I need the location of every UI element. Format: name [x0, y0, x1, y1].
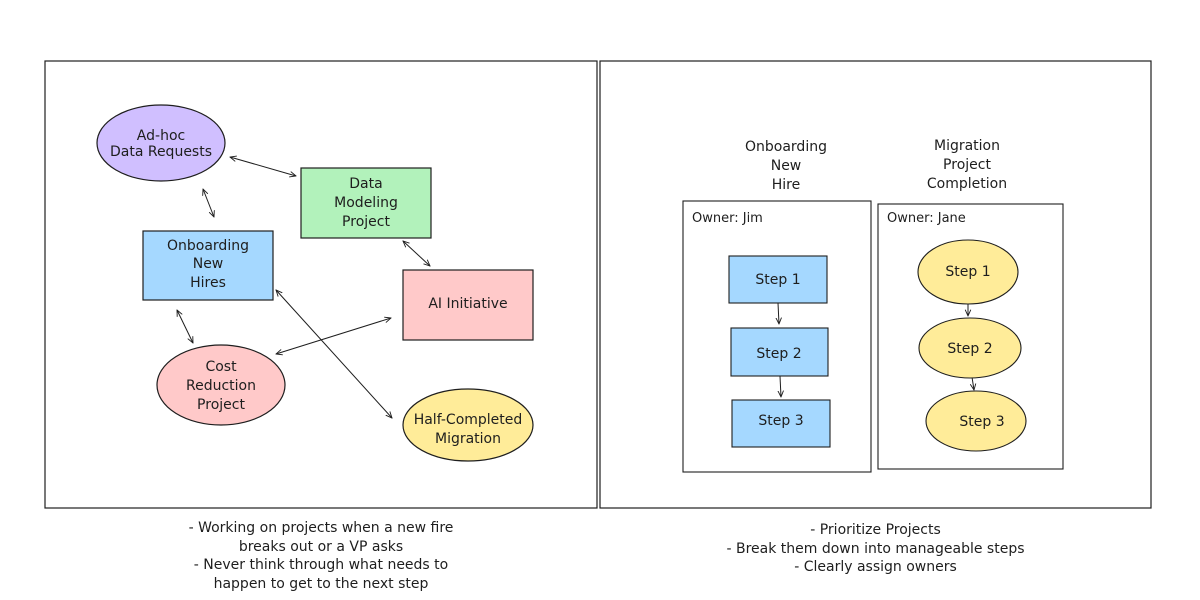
onboarding-line-1: Onboarding: [167, 238, 249, 254]
column-1-arrow-1: [778, 302, 779, 324]
adhoc-line-2: Data Requests: [110, 144, 212, 160]
column-1-heading-line-3: Hire: [772, 177, 800, 193]
cost-line-3: Project: [197, 397, 245, 413]
node-data-modeling-project: Data Modeling Project: [300, 167, 432, 239]
adhoc-line-1: Ad-hoc: [137, 128, 185, 144]
left-note-line-2: breaks out or a VP asks: [238, 538, 404, 555]
right-note-line-1: - Prioritize Projects: [810, 522, 941, 538]
column-1-frame: [682, 200, 872, 473]
right-note-line-2: - Break them down into manageable steps: [726, 540, 1025, 557]
arrow-adhoc-onboarding: [203, 189, 214, 217]
column-2-step-2: Step 2: [918, 317, 1022, 379]
onboarding-line-2: New: [193, 256, 224, 272]
column-2-arrow-2: [972, 376, 974, 390]
left-note-line-3: - Never think through what needs to: [193, 557, 449, 573]
datamodeling-line-2: Modeling: [334, 195, 398, 211]
arrow-onboarding-cost: [177, 310, 193, 343]
column-2-step-1-label: Step 1: [945, 264, 990, 280]
arrow-adhoc-datamodeling: [230, 157, 296, 176]
column-1-heading-line-1: Onboarding: [745, 139, 827, 155]
migration-line-1: Half-Completed: [414, 412, 523, 428]
column-2-owner: Owner: Jane: [887, 211, 966, 226]
left-notes: - Working on projects when a new fire br…: [45, 519, 597, 593]
migration-line-2: Migration: [435, 431, 501, 447]
right-notes: - Prioritize Projects - Break them down …: [600, 521, 1151, 577]
right-note-line-3: - Clearly assign owners: [794, 559, 957, 575]
column-1-arrow-2: [780, 375, 781, 397]
left-note-line-1: - Working on projects when a new fire: [188, 520, 454, 536]
node-onboarding-new-hires: Onboarding New Hires: [142, 230, 274, 301]
column-1-heading-line-2: New: [771, 158, 802, 174]
column-1-owner: Owner: Jim: [692, 211, 763, 226]
column-2-heading-line-3: Completion: [927, 176, 1007, 192]
column-2-step-1: Step 1: [917, 239, 1019, 305]
column-1-step-3: Step 3: [731, 399, 831, 448]
node-ai-initiative: AI Initiative: [402, 269, 534, 341]
left-note-line-4: happen to get to the next step: [213, 575, 429, 592]
node-adhoc-data-requests: Ad-hoc Data Requests: [96, 104, 226, 182]
column-1-step-2: Step 2: [730, 327, 829, 377]
node-cost-reduction-project: Cost Reduction Project: [156, 344, 286, 426]
column-migration: Migration Project Completion Owner: Jane…: [877, 138, 1064, 470]
ai-line-1: AI Initiative: [428, 296, 507, 312]
column-2-heading-line-2: Project: [943, 157, 991, 173]
datamodeling-line-1: Data: [349, 176, 382, 192]
arrow-datamodeling-ai: [403, 241, 430, 266]
right-panel-frame: [599, 60, 1152, 509]
left-panel-frame: [44, 60, 598, 509]
arrow-onboarding-migration: [276, 290, 392, 418]
column-1-step-3-label: Step 3: [758, 413, 803, 429]
datamodeling-line-3: Project: [342, 214, 390, 230]
onboarding-line-3: Hires: [190, 275, 226, 291]
node-half-completed-migration: Half-Completed Migration: [402, 388, 534, 462]
column-1-step-2-label: Step 2: [756, 346, 801, 362]
column-2-heading-line-1: Migration: [934, 138, 1000, 154]
column-2-step-2-label: Step 2: [947, 341, 992, 357]
cost-line-2: Reduction: [186, 378, 256, 394]
column-2-frame: [877, 203, 1064, 470]
column-onboarding: Onboarding New Hire Owner: Jim Step 1 St…: [682, 139, 872, 473]
column-1-step-1-label: Step 1: [755, 272, 800, 288]
column-1-step-1: Step 1: [728, 255, 828, 304]
cost-line-1: Cost: [205, 359, 237, 375]
column-2-step-3: Step 3: [925, 390, 1027, 452]
column-2-step-3-label: Step 3: [959, 414, 1004, 430]
arrow-ai-cost: [276, 318, 391, 354]
